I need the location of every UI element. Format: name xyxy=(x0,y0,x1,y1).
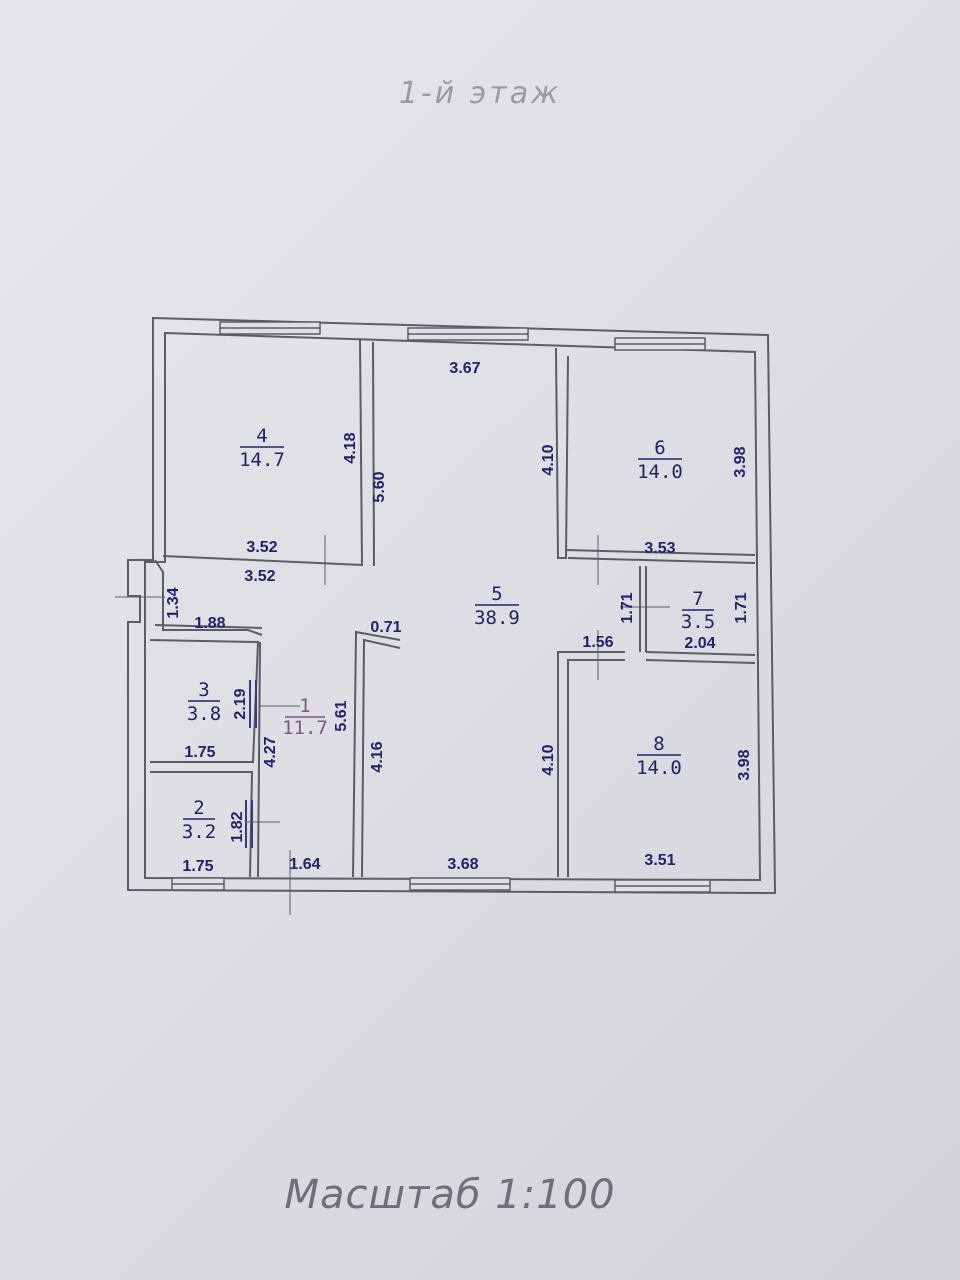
outer-walls xyxy=(127,316,777,895)
room-labels: 4 14.7 5 38.9 6 14.0 7 3.5 8 14.0 3 3.8 xyxy=(182,425,715,843)
dim-r3-height: 2.19 xyxy=(232,688,249,719)
window-top-middle xyxy=(407,327,529,341)
dim-hall-width-bottom: 3.68 xyxy=(447,856,478,873)
room-6-number: 6 xyxy=(654,437,665,459)
dim-corridor-height-left: 1.34 xyxy=(165,587,182,618)
window-bottom-middle xyxy=(409,877,511,891)
dim-r1-width: 1.64 xyxy=(289,856,320,873)
dim-opening-width: 0.71 xyxy=(370,619,401,636)
window-bottom-left xyxy=(171,877,225,891)
dim-passage-width: 1.56 xyxy=(582,634,613,651)
dim-hall-height-lower: 4.16 xyxy=(369,741,386,772)
room-3-area: 3.8 xyxy=(187,703,221,725)
dim-r7-height-right: 1.71 xyxy=(733,592,750,623)
room-7-number: 7 xyxy=(692,588,703,610)
dim-hall-height-right-upper: 4.10 xyxy=(540,444,557,475)
dim-r2-height: 1.82 xyxy=(229,811,246,842)
window-top-right xyxy=(614,337,706,351)
room-5-number: 5 xyxy=(491,583,502,605)
room-5-area: 38.9 xyxy=(474,607,520,629)
room-7-area: 3.5 xyxy=(681,611,715,633)
scale-label: Масштаб 1:100 xyxy=(284,1172,616,1218)
room-7-label: 7 3.5 xyxy=(681,588,715,633)
room-5-label: 5 38.9 xyxy=(474,583,520,629)
floor-title: 1-й этаж xyxy=(398,76,562,111)
room-8-area: 14.0 xyxy=(636,757,682,779)
room-3-label: 3 3.8 xyxy=(187,679,221,725)
dim-r4-width-bottom: 3.52 xyxy=(246,539,277,556)
room-2-area: 3.2 xyxy=(182,821,216,843)
dim-r4-height: 4.18 xyxy=(342,432,359,463)
window-top-left xyxy=(219,321,321,335)
dimension-ticks xyxy=(115,535,670,915)
room-8-number: 8 xyxy=(653,733,664,755)
dimension-labels: 4.18 3.52 3.52 3.67 5.60 4.10 3.98 3.5 3 … xyxy=(165,360,753,875)
room-6-area: 14.0 xyxy=(637,461,683,483)
dim-r7-width: 2.04 xyxy=(684,635,715,652)
room-4-number: 4 xyxy=(256,425,267,447)
room-8-label: 8 14.0 xyxy=(636,733,682,779)
window-bottom-right xyxy=(614,879,711,893)
dim-r2-width: 1.75 xyxy=(182,858,213,875)
dim-r1-height-right: 5.61 xyxy=(333,700,350,731)
room-6-label: 6 14.0 xyxy=(637,437,683,483)
dim-corridor-width-mid: 1.88 xyxy=(194,615,225,632)
dim-hall-height-right-lower: 4.10 xyxy=(540,744,557,775)
room-2-number: 2 xyxy=(193,797,204,819)
room-2-label: 2 3.2 xyxy=(182,797,216,843)
interior-walls xyxy=(149,339,756,878)
dim-r7-height-left: 1.71 xyxy=(619,592,636,623)
dim-corridor-width-top: 3.52 xyxy=(244,568,275,585)
dim-hall-height-upper: 5.60 xyxy=(371,471,388,502)
room-3-number: 3 xyxy=(198,679,209,701)
room-4-area: 14.7 xyxy=(239,449,285,471)
dim-r6-width-bottom: 3.53 xyxy=(644,540,675,557)
windows xyxy=(171,321,711,893)
room-1-area: 11.7 xyxy=(282,717,328,739)
dim-r8-height: 3.98 xyxy=(736,749,753,780)
dim-r8-width-bottom: 3.51 xyxy=(644,852,675,869)
dim-hall-width-top: 3.67 xyxy=(449,360,480,377)
room-4-label: 4 14.7 xyxy=(239,425,285,471)
dim-r1-height-left: 4.27 xyxy=(262,736,279,767)
room-1-label: 1 11.7 xyxy=(282,695,328,739)
dim-r3-width: 1.75 xyxy=(184,744,215,761)
dim-r6-height: 3.98 xyxy=(732,446,749,477)
room-1-number: 1 xyxy=(299,695,310,717)
